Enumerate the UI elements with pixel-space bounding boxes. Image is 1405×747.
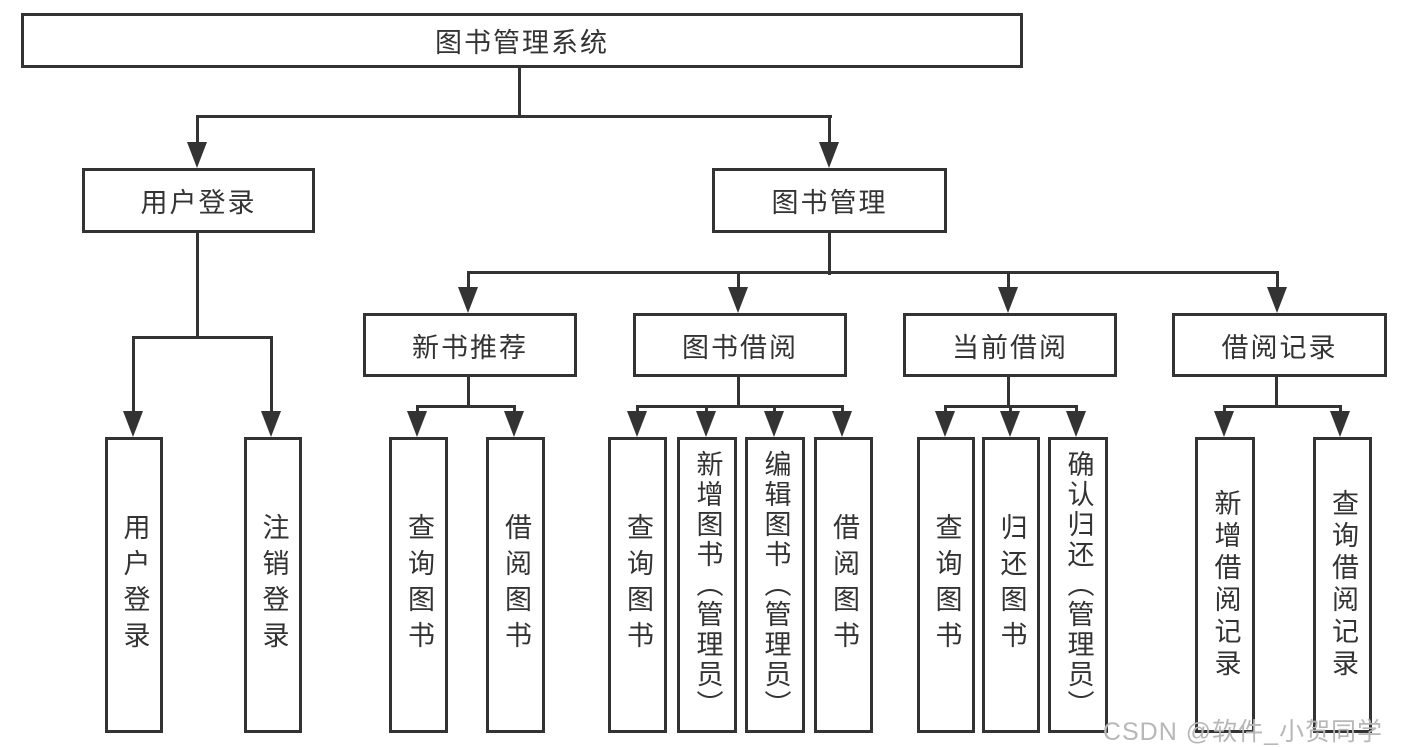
arrow-down-icon — [123, 411, 143, 437]
leaf-edit-book-admin-label: 编辑图书（管理员） — [760, 450, 791, 720]
connector-line — [416, 405, 516, 408]
node-new-book-recommend-label: 新书推荐 — [412, 332, 528, 363]
node-current-borrow-label: 当前借阅 — [952, 332, 1068, 363]
leaf-user-login: 用户登录 — [105, 437, 163, 733]
connector-line — [705, 405, 708, 414]
arrow-down-icon — [1214, 411, 1234, 437]
connector-line — [467, 377, 470, 408]
leaf-add-borrow-record-label: 新增借阅记录 — [1210, 489, 1241, 681]
connector-line — [773, 405, 776, 414]
connector-line — [944, 405, 947, 414]
connector-line — [416, 405, 419, 414]
leaf-return-book: 归还图书 — [982, 437, 1040, 733]
leaf-confirm-return-admin: 确认归还（管理员） — [1048, 437, 1108, 733]
connector-line — [132, 336, 273, 339]
connector-line — [1275, 377, 1278, 408]
connector-line — [1339, 405, 1342, 414]
leaf-query-book-recommend: 查询图书 — [389, 437, 448, 733]
node-book-management: 图书管理 — [712, 168, 947, 233]
node-user-login-label: 用户登录 — [140, 188, 257, 218]
connector-line — [1007, 271, 1010, 290]
arrow-down-icon — [764, 411, 784, 437]
node-book-management-label: 图书管理 — [771, 188, 888, 218]
connector-line — [1223, 405, 1226, 414]
connector-line — [636, 405, 844, 408]
arrow-down-icon — [819, 142, 839, 168]
connector-line — [1223, 405, 1342, 408]
connector-line — [196, 115, 199, 145]
leaf-borrow-book-recommend: 借阅图书 — [486, 437, 545, 733]
arrow-down-icon — [1000, 411, 1020, 437]
leaf-query-borrow-record: 查询借阅记录 — [1313, 437, 1372, 733]
leaf-user-login-label: 用户登录 — [119, 513, 150, 657]
arrow-down-icon — [407, 411, 427, 437]
leaf-query-borrow-record-label: 查询借阅记录 — [1328, 489, 1358, 681]
connector-line — [737, 271, 740, 290]
node-current-borrow: 当前借阅 — [903, 313, 1117, 377]
leaf-query-book-borrow: 查询图书 — [608, 437, 667, 733]
connector-line — [737, 377, 740, 408]
connector-line — [196, 233, 199, 339]
leaf-confirm-return-admin-label: 确认归还（管理员） — [1063, 450, 1094, 720]
connector-line — [518, 68, 521, 118]
connector-line — [828, 115, 831, 145]
connector-line — [636, 405, 639, 414]
node-root: 图书管理系统 — [21, 13, 1023, 68]
connector-line — [1007, 377, 1010, 408]
arrow-down-icon — [458, 287, 478, 313]
leaf-return-book-label: 归还图书 — [996, 513, 1027, 657]
connector-line — [1075, 405, 1078, 414]
arrow-down-icon — [935, 411, 955, 437]
leaf-query-book-recommend-label: 查询图书 — [404, 513, 434, 657]
node-book-borrow: 图书借阅 — [633, 313, 847, 377]
leaf-query-book-current-label: 查询图书 — [931, 513, 962, 657]
arrow-down-icon — [998, 287, 1018, 313]
arrow-down-icon — [1267, 287, 1287, 313]
connector-line — [1276, 271, 1279, 290]
arrow-down-icon — [832, 411, 852, 437]
arrow-down-icon — [187, 142, 207, 168]
arrow-down-icon — [1066, 411, 1086, 437]
connector-line — [828, 233, 831, 275]
connector-line — [841, 405, 844, 414]
arrow-down-icon — [504, 411, 524, 437]
node-user-login: 用户登录 — [82, 168, 315, 233]
connector-line — [1009, 405, 1012, 414]
connector-line — [467, 271, 470, 290]
node-borrow-records-label: 借阅记录 — [1221, 332, 1338, 363]
leaf-logout-label: 注销登录 — [258, 513, 289, 657]
leaf-add-borrow-record: 新增借阅记录 — [1195, 437, 1255, 733]
leaf-borrow-book-recommend-label: 借阅图书 — [501, 513, 531, 657]
arrow-down-icon — [627, 411, 647, 437]
leaf-edit-book-admin: 编辑图书（管理员） — [745, 437, 805, 733]
arrow-down-icon — [261, 411, 281, 437]
watermark-text: CSDN @软件_小贺同学 — [1102, 718, 1383, 746]
leaf-query-book-borrow-label: 查询图书 — [623, 513, 653, 657]
arrow-down-icon — [728, 287, 748, 313]
node-book-borrow-label: 图书借阅 — [682, 332, 798, 363]
leaf-borrow-book-label: 借阅图书 — [829, 513, 859, 657]
arrow-down-icon — [1330, 411, 1350, 437]
node-new-book-recommend: 新书推荐 — [363, 313, 577, 377]
leaf-add-book-admin: 新增图书（管理员） — [677, 437, 737, 733]
connector-line — [132, 336, 135, 413]
leaf-query-book-current: 查询图书 — [917, 437, 975, 733]
connector-line — [196, 115, 832, 118]
arrow-down-icon — [696, 411, 716, 437]
connector-line — [513, 405, 516, 414]
leaf-add-book-admin-label: 新增图书（管理员） — [692, 450, 723, 720]
connector-line — [467, 271, 1279, 274]
node-root-label: 图书管理系统 — [435, 28, 609, 58]
node-borrow-records: 借阅记录 — [1172, 313, 1387, 377]
connector-line — [270, 336, 273, 413]
leaf-borrow-book: 借阅图书 — [814, 437, 873, 733]
leaf-logout: 注销登录 — [244, 437, 302, 733]
